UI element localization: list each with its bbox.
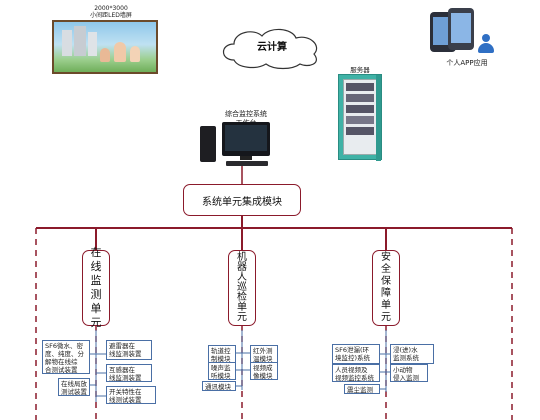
safety-module-video: 人员视频及 视频监控系统 [332, 364, 380, 382]
robot-module-video: 视频成 像模块 [250, 362, 278, 380]
unit-online-label: 在 线 监 测 单 元 [90, 246, 102, 329]
online-module-arrester: 避雷器在 线监测装置 [106, 340, 152, 360]
safety-leaf-lines [380, 330, 390, 392]
robot-module-comm: 通讯模块 [202, 381, 236, 391]
online-module-switch: 开关特性在 线测试装置 [106, 386, 156, 404]
led-screen [52, 20, 158, 74]
robot-module-noise: 噪声监 听模块 [208, 362, 236, 380]
safety-module-water: 浸(进)水 监测系统 [390, 344, 434, 364]
safety-module-sf6-leak: SF6泄漏(环 境监控)系统 [332, 344, 380, 364]
robot-module-track: 轨道控 制模块 [208, 345, 236, 363]
integration-module: 系统单元集成模块 [183, 184, 301, 216]
cloud-computing: 云计算 [214, 24, 330, 70]
app-devices [430, 8, 474, 56]
user-icon [478, 34, 494, 54]
safety-module-animal: 小动物 侵入监测 [390, 364, 428, 382]
cloud-label: 云计算 [257, 42, 287, 53]
unit-robot-inspection: 机 器 人 巡 检 单 元 [228, 250, 256, 326]
keyboard-icon [226, 161, 268, 166]
online-module-transformer: 互感器在 线监测装置 [106, 364, 152, 382]
workstation-computer [200, 122, 280, 168]
pc-tower-icon [200, 126, 216, 162]
monitor-icon [222, 122, 270, 156]
online-leaf-lines [90, 330, 106, 402]
online-module-partial-discharge: 在线局放 测试装置 [58, 378, 90, 396]
app-caption: 个人APP应用 [446, 59, 488, 67]
robot-module-infrared: 红外测 温模块 [250, 345, 278, 363]
unit-safety: 安 全 保 障 单 元 [372, 250, 400, 326]
server-caption: 服务器 [350, 66, 370, 74]
server-rack [338, 74, 382, 161]
led-screen-title: 2000*3000 小间距LED墙屏 [90, 5, 132, 19]
led-screen-image [54, 22, 156, 72]
safety-module-dust: 震尘监测 [344, 384, 380, 394]
unit-safety-label: 安 全 保 障 单 元 [381, 252, 391, 323]
unit-online-monitoring: 在 线 监 测 单 元 [82, 246, 110, 329]
unit-robot-label: 机 器 人 巡 检 单 元 [237, 252, 247, 323]
phone-icon-2 [448, 8, 474, 50]
cloud-icon [222, 28, 318, 70]
integration-label: 系统单元集成模块 [202, 196, 282, 208]
online-module-sf6: SF6微水、密 度、纯度、分 解物在线综 合测试装置 [42, 340, 90, 374]
robot-leaf-lines [236, 330, 250, 390]
